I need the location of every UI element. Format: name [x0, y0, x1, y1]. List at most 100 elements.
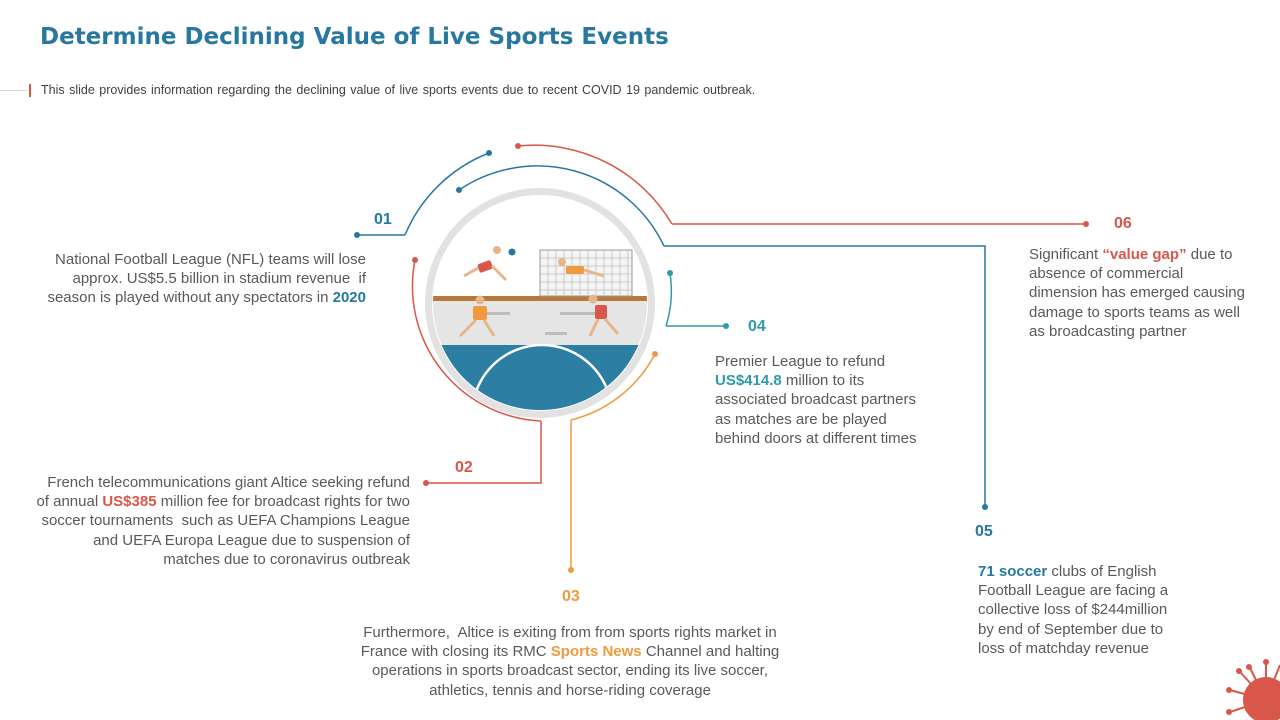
highlight-text: Sports News [550, 643, 642, 661]
player-red [588, 294, 620, 337]
ball [508, 248, 516, 256]
highlight-text: 71 soccer [978, 563, 1048, 580]
point-text-line: behind doors at different times [715, 429, 955, 448]
body-text: clubs of English [1047, 563, 1157, 580]
point-text-line: Furthermore, Altice is exiting from from… [320, 623, 820, 642]
player-bicycle-kick [463, 246, 508, 282]
point-05-number: 05 [975, 523, 993, 540]
body-text: of annual [36, 493, 103, 511]
point-text-line: collective loss of $244million [978, 600, 1218, 619]
point-02-text: French telecommunications giant Altice s… [5, 473, 410, 569]
body-text: million fee for broadcast rights for two [156, 493, 410, 511]
body-text: as matches are be played [715, 410, 887, 428]
arc-04-dot [667, 270, 673, 276]
point-text-line: associated broadcast partners [715, 390, 955, 409]
body-text: France with closing its RMC [360, 643, 551, 661]
point-text-line: matches due to coronavirus outbreak [5, 550, 410, 569]
point-text-line: Significant “value gap” due to [1029, 245, 1274, 264]
body-text: behind doors at different times [715, 429, 917, 447]
body-text: Significant [1029, 246, 1103, 263]
body-text: Furthermore, Altice is exiting from from… [363, 624, 777, 641]
body-text: approx. US$5.5 billion in stadium revenu… [72, 270, 367, 288]
point-text-line: US$414.8 million to its [715, 371, 955, 390]
point-text-line: soccer tournaments such as UEFA Champion… [5, 511, 410, 530]
arc-01-dot [486, 150, 492, 156]
point-06-number: 06 [1114, 215, 1132, 232]
body-text: by end of September due to [978, 620, 1164, 638]
arc-06 [517, 144, 673, 225]
arc-05 [458, 165, 665, 247]
body-text: Premier League to refund [715, 353, 886, 370]
point-text-line: Football League are facing a [978, 581, 1218, 600]
connector-05 [664, 245, 986, 506]
point-04-number: 04 [748, 318, 766, 335]
point-01-number: 01 [374, 211, 392, 228]
body-text: Football League are facing a [978, 582, 1169, 600]
arc-03-dot [652, 351, 658, 357]
point-text-line: and UEFA Europa League due to suspension… [5, 531, 410, 550]
subtitle-accent-bar [29, 84, 31, 97]
body-text: due to [1186, 246, 1233, 263]
body-text: French telecommunications giant Altice s… [47, 474, 410, 491]
body-text: collective loss of $244million [978, 601, 1168, 619]
player-orange [458, 295, 496, 338]
arc-03 [570, 353, 656, 421]
body-text: National Football League (NFL) teams wil… [55, 251, 366, 268]
point-text-line: as matches are be played [715, 410, 955, 429]
player-keeper [558, 258, 605, 278]
body-text: as broadcasting partner [1029, 322, 1187, 340]
point-text-line: French telecommunications giant Altice s… [5, 473, 410, 492]
point-02-number: 02 [455, 459, 473, 476]
point-01-text: National Football League (NFL) teams wil… [10, 250, 366, 308]
point-text-line: 71 soccer clubs of English [978, 562, 1218, 581]
point-text-line: by end of September due to [978, 620, 1218, 639]
body-text: operations in sports broadcast sector, e… [371, 662, 769, 680]
body-text: soccer tournaments such as UEFA Champion… [41, 512, 410, 530]
point-text-line: approx. US$5.5 billion in stadium revenu… [10, 269, 367, 288]
point-03-text: Furthermore, Altice is exiting from from… [320, 623, 820, 700]
arc-02-dot [412, 257, 418, 263]
point-text-line: athletics, tennis and horse-riding cover… [320, 681, 820, 700]
point-text-line: season is played without any spectators … [10, 288, 366, 307]
body-text: associated broadcast partners [715, 391, 916, 409]
body-text: million to its [781, 372, 865, 390]
body-text: absence of commercial [1029, 265, 1184, 283]
body-text: dimension has emerged causing [1029, 284, 1245, 302]
connector-02 [427, 421, 542, 484]
point-text-line: operations in sports broadcast sector, e… [320, 661, 820, 680]
highlight-text: US$414.8 [715, 372, 782, 390]
point-text-line: France with closing its RMC Sports News … [320, 642, 820, 661]
body-text: athletics, tennis and horse-riding cover… [429, 681, 711, 699]
virus-icon [1226, 659, 1280, 720]
arc-06-dot [515, 143, 521, 149]
body-text: damage to sports teams as well [1029, 303, 1240, 321]
point-text-line: of annual US$385 million fee for broadca… [5, 492, 410, 511]
highlight-text: 2020 [332, 289, 366, 307]
soccer-match-illustration-icon [425, 188, 655, 418]
arc-02 [411, 259, 542, 422]
body-text: loss of matchday revenue [978, 639, 1149, 657]
body-text: Channel and halting [641, 643, 780, 661]
highlight-text: “value gap” [1102, 246, 1187, 263]
body-text: and UEFA Europa League due to suspension… [93, 531, 410, 549]
point-text-line: National Football League (NFL) teams wil… [10, 250, 366, 269]
point-text-line: absence of commercial [1029, 264, 1274, 283]
point-text-line: loss of matchday revenue [978, 639, 1218, 658]
subtitle-divider [0, 90, 28, 91]
body-text: matches due to coronavirus outbreak [163, 550, 410, 568]
point-03-number: 03 [562, 588, 580, 605]
point-text-line: Premier League to refund [715, 352, 955, 371]
arc-05-dot [456, 187, 462, 193]
highlight-text: US$385 [102, 493, 157, 511]
point-text-line: damage to sports teams as well [1029, 303, 1274, 322]
page-subtitle: This slide provides information regardin… [41, 83, 756, 97]
body-text: season is played without any spectators … [47, 289, 333, 307]
page-title: Determine Declining Value of Live Sports… [40, 24, 669, 50]
arc-04 [665, 272, 673, 327]
arc-01 [404, 152, 490, 236]
point-text-line: as broadcasting partner [1029, 322, 1274, 341]
